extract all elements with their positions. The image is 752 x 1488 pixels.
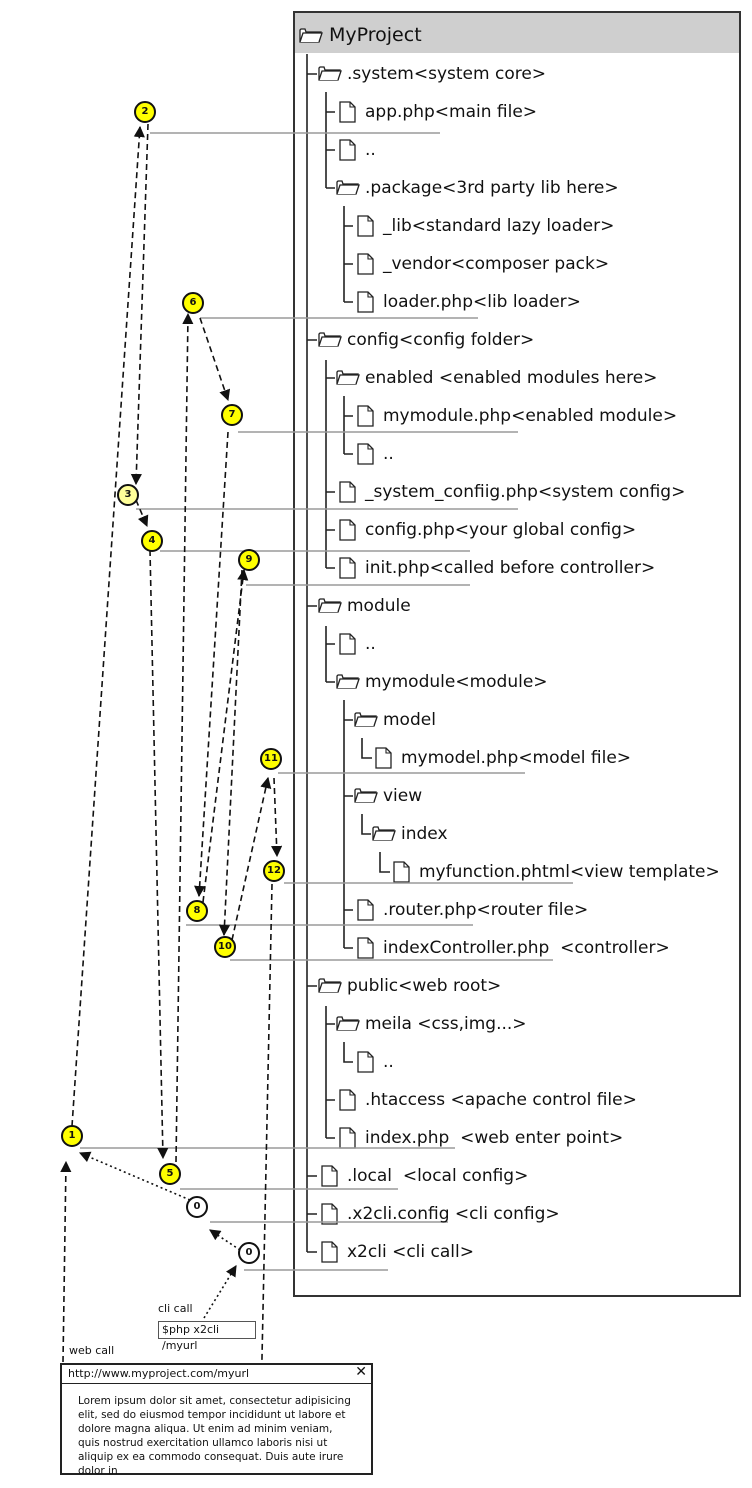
file-icon [375,747,392,769]
tree-item-mymodule: mymodule<module> [365,672,548,692]
step-node-12: 12 [263,860,285,882]
tree-item-init-php: init.php<called before controller> [365,558,656,578]
step-node-9: 9 [238,549,260,571]
folder-icon [299,28,323,43]
tree-item-router-php: .router.php<router file> [383,900,589,920]
folder-icon [336,370,360,385]
file-icon [357,899,374,921]
file-icon [321,1241,338,1263]
tree-item-enabled: enabled <enabled modules here> [365,368,658,388]
file-icon [393,861,410,883]
folder-icon [318,66,342,81]
file-icon [339,139,356,161]
tree-item-view: view [383,786,423,806]
tree-item-local: .local <local config> [347,1166,529,1186]
step-node-7: 7 [221,404,243,426]
step-node-4: 4 [141,530,163,552]
file-icon [339,101,356,123]
file-icon [339,557,356,579]
step-node-0-upper: 0 [186,1196,208,1218]
tree-item-htaccess: .htaccess <apache control file> [365,1090,637,1110]
tree-item-x2cli: x2cli <cli call> [347,1242,474,1262]
tree-item-config-php: config.php<your global config> [365,520,637,540]
folder-icon [354,712,378,727]
tree-item-system: .system<system core> [347,64,547,84]
tree-item-index-php: index.php <web enter point> [365,1128,624,1148]
tree-title-bar [295,13,739,53]
step-node-0-lower: 0 [238,1242,260,1264]
folder-icon [336,1016,360,1031]
tree-item-dotdot: .. [365,634,376,654]
file-icon [321,1203,338,1225]
tree-item-dotdot: .. [365,140,376,160]
tree-item-x2cli-config: .x2cli.config <cli config> [347,1204,560,1224]
step-node-1: 1 [61,1125,83,1147]
folder-icon [354,788,378,803]
file-icon [357,443,374,465]
tree-item-mymodel-php: mymodel.php<model file> [401,748,632,768]
file-icon [357,215,374,237]
folder-icon [336,180,360,195]
file-icon [339,633,356,655]
tree-connectors [306,54,390,1253]
file-icon [357,253,374,275]
tree-item-vendor: _vendor<composer pack> [383,254,610,274]
tree-item-index: index [401,824,448,844]
web-call-label: web call [69,1344,115,1357]
file-icon [357,405,374,427]
folder-icon [318,332,342,347]
file-icon [357,291,374,313]
flow-arrows [60,123,283,1407]
close-icon[interactable]: ✕ [355,1364,367,1380]
tree-item-model: model [383,710,436,730]
project-title: MyProject [329,24,422,46]
tree-item-index-controller: indexController.php <controller> [383,938,670,958]
tree-item-loader-php: loader.php<lib loader> [383,292,581,312]
tree-item-app-php: app.php<main file> [365,102,538,122]
browser-content: Lorem ipsum dolor sit amet, consectetur … [78,1395,351,1477]
step-node-8: 8 [186,900,208,922]
tree-item-config: config<config folder> [347,330,535,350]
cli-arrows [78,1151,241,1319]
file-icon [357,1051,374,1073]
folder-icon [318,978,342,993]
tree-item-module: module [347,596,411,616]
folder-icon [336,674,360,689]
tree-item-dotdot: .. [383,444,394,464]
tree-item-myfunction-phtml: myfunction.phtml<view template> [419,862,720,882]
browser-url: http://www.myproject.com/myurl [68,1367,250,1380]
tree-item-mymodule-php: mymodule.php<enabled module> [383,406,678,426]
step-node-3: 3 [117,484,139,506]
tree-item-package: .package<3rd party lib here> [365,178,619,198]
file-icon [321,1165,338,1187]
tree-icons [299,28,410,1263]
tree-item-system-config: _system_confiig.php<system config> [365,482,686,502]
folder-icon [318,598,342,613]
step-node-11: 11 [260,748,282,770]
leader-lines [80,132,573,1271]
file-icon [357,937,374,959]
folder-icon [372,826,396,841]
step-node-5: 5 [159,1163,181,1185]
browser-window: http://www.myproject.com/myurl ✕ Lorem i… [60,1363,373,1477]
tree-item-meila: meila <css,img...> [365,1014,527,1034]
file-icon [339,1127,356,1149]
tree-item-system-label: system<system core> [352,64,547,84]
step-node-6: 6 [182,292,204,314]
cli-call-label: cli call [158,1302,193,1315]
step-node-2: 2 [134,101,156,123]
file-icon [339,1089,356,1111]
tree-item-lib: _lib<standard lazy loader> [383,216,615,236]
tree-item-dotdot: .. [383,1052,394,1072]
tree-item-public: public<web root> [347,976,502,996]
cli-command-box: $php x2cli /myurl [158,1321,256,1352]
browser-url-bar[interactable]: http://www.myproject.com/myurl ✕ [62,1364,371,1384]
file-icon [339,481,356,503]
file-icon [339,519,356,541]
step-node-10: 10 [214,936,236,958]
